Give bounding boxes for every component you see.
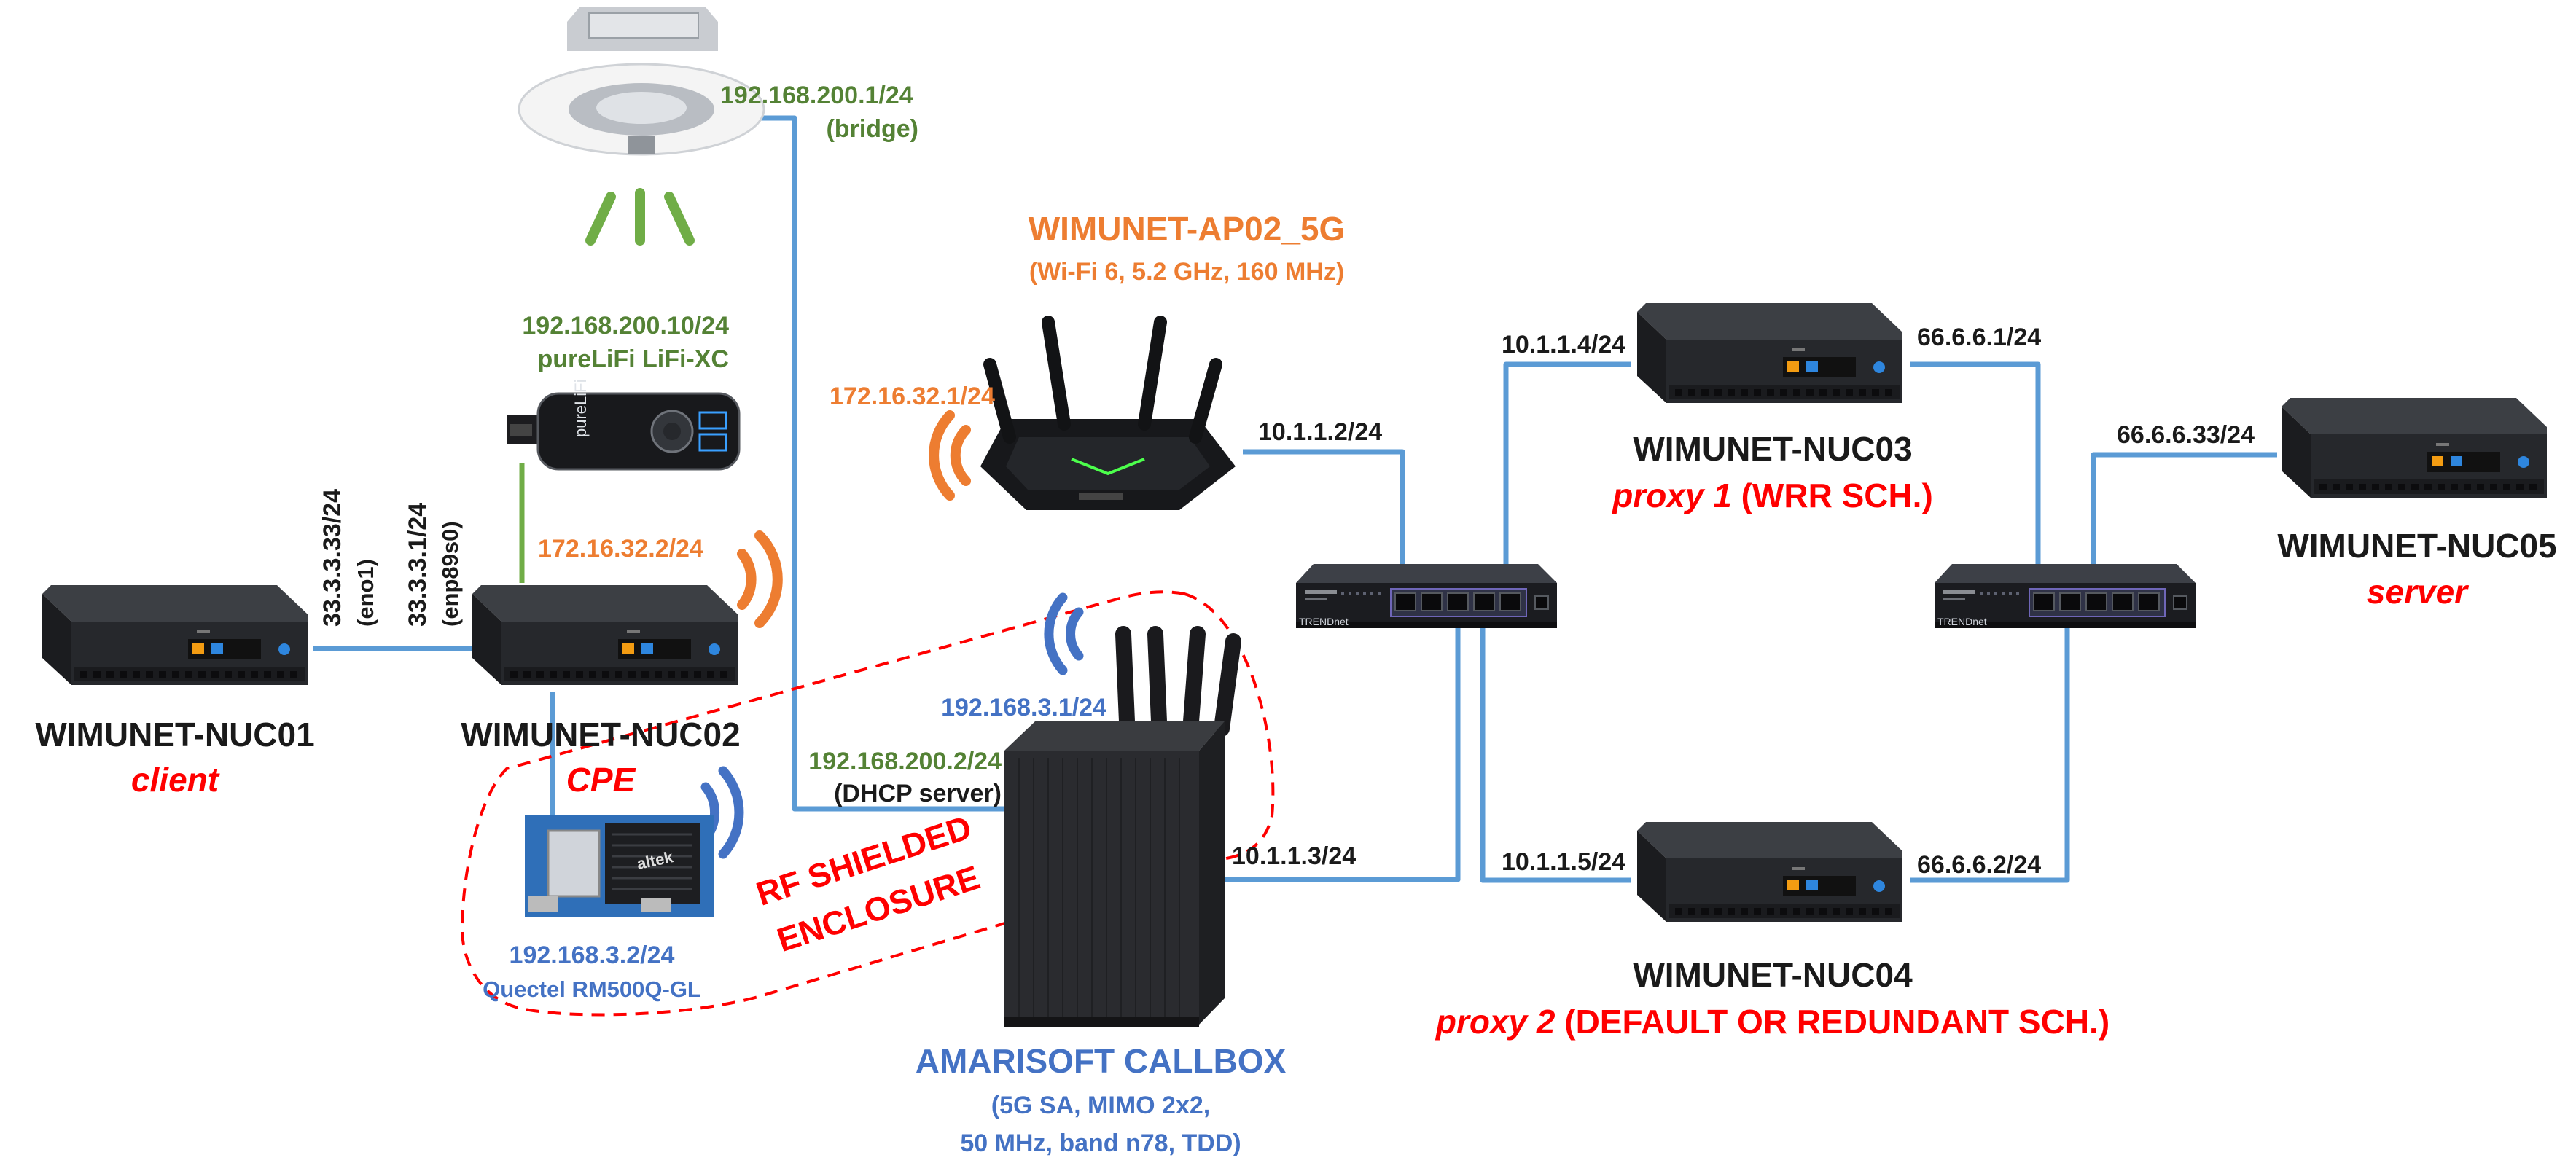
link-ap-switch1	[1243, 449, 1405, 611]
callbox-ip-label: 192.168.200.2/24	[808, 748, 1002, 775]
callbox-spec-line1: (5G SA, MIMO 2x2,	[991, 1092, 1210, 1119]
nuc02-wifi-ip-label: 172.16.32.2/24	[538, 535, 703, 563]
link-switch1-nuc03	[1503, 361, 1631, 611]
lifi-dongle-icon: pureLiFi	[507, 380, 741, 471]
nuc01-device-icon	[42, 585, 308, 685]
nuc05-ip-label: 66.6.6.33/24	[2117, 421, 2255, 449]
nuc02-wifi-signal-icon	[737, 530, 783, 628]
nuc05-role: server	[2367, 573, 2469, 611]
link-nuc03-switch2	[1910, 361, 2041, 611]
modem-name: Quectel RM500Q-GL	[483, 976, 701, 1002]
nuc01-name: WIMUNET-NUC01	[35, 716, 314, 753]
callbox-5g-ip-label: 192.168.3.1/24	[941, 694, 1106, 721]
switch-1-brand: TRENDnet	[1299, 616, 1349, 627]
link-switch2-nuc05	[2091, 452, 2277, 611]
nuc03-left-ip-label: 10.1.1.4/24	[1502, 331, 1625, 359]
ap-wifi-ip-label: 172.16.32.1/24	[830, 383, 995, 410]
nuc01-role: client	[131, 761, 220, 799]
enclosure-outline	[461, 590, 1275, 1017]
nuc05-device-icon	[2282, 398, 2547, 498]
lifi-dongle-brand: pureLiFi	[571, 380, 590, 437]
lifi-ap-note-label: (bridge)	[826, 115, 918, 143]
nuc02-interface-label: (enp89s0)	[437, 521, 463, 627]
nuc02-role: CPE	[566, 761, 636, 799]
modem-ip: 192.168.3.2/24	[510, 941, 675, 969]
link-switch2-nuc04	[1910, 614, 2070, 883]
5g-modem-board-icon: altek	[525, 815, 714, 917]
ap-spec: (Wi-Fi 6, 5.2 GHz, 160 MHz)	[1029, 258, 1344, 286]
nuc04-device-icon	[1637, 822, 1902, 922]
callbox-icon	[1004, 626, 1241, 1027]
switch-2-brand: TRENDnet	[1937, 616, 1987, 627]
nuc03-role-rest: (WRR SCH.)	[1732, 477, 1933, 514]
nuc05-name: WIMUNET-NUC05	[2277, 527, 2556, 565]
nuc03-device-icon	[1637, 303, 1902, 403]
nuc04-right-ip-label: 66.6.6.2/24	[1917, 851, 2041, 879]
lifi-ap-ip-label: 192.168.200.1/24	[720, 82, 913, 109]
nuc03-name: WIMUNET-NUC03	[1633, 430, 1912, 468]
nuc04-left-ip-label: 10.1.1.5/24	[1502, 848, 1625, 876]
nuc01-interface-label: (eno1)	[353, 559, 378, 627]
light-beam-icon	[585, 188, 695, 246]
ap-name: WIMUNET-AP02_5G	[1029, 210, 1346, 248]
nuc04-role: proxy 2 (DEFAULT OR REDUNDANT SCH.)	[1435, 1003, 2109, 1041]
ap-wifi-signal-icon	[929, 410, 971, 501]
wifi-router-icon	[980, 316, 1236, 510]
nuc01-ip-label: 33.3.3.33/24	[319, 489, 346, 627]
callbox-name: AMARISOFT CALLBOX	[916, 1042, 1287, 1080]
nuc03-role: proxy 1 (WRR SCH.)	[1611, 477, 1933, 514]
callbox-5g-signal-icon	[1044, 592, 1084, 675]
nuc02-device-icon	[472, 585, 738, 685]
lifi-access-point-icon	[518, 7, 765, 246]
callbox-note-label: (DHCP server)	[834, 780, 1002, 807]
nuc03-right-ip-label: 66.6.6.1/24	[1917, 324, 2041, 351]
nuc03-role-italic: proxy 1	[1611, 477, 1732, 514]
nuc04-role-rest: (DEFAULT OR REDUNDANT SCH.)	[1555, 1003, 2109, 1041]
link-callbox-switch1	[1219, 614, 1461, 882]
lifi-dongle-ip: 192.168.200.10/24	[522, 312, 729, 340]
nuc02-ip-label: 33.3.3.1/24	[404, 503, 432, 627]
ap-eth-ip-label: 10.1.1.2/24	[1258, 418, 1382, 446]
callbox-eth-ip-label: 10.1.1.3/24	[1232, 842, 1356, 870]
nuc02-name: WIMUNET-NUC02	[461, 716, 740, 753]
nuc04-role-italic: proxy 2	[1435, 1003, 1556, 1041]
link-switch1-nuc04	[1480, 614, 1631, 883]
callbox-spec-line2: 50 MHz, band n78, TDD)	[960, 1129, 1241, 1157]
lifi-dongle-name: pureLiFi LiFi-XC	[537, 345, 729, 373]
nuc04-name: WIMUNET-NUC04	[1633, 956, 1913, 994]
